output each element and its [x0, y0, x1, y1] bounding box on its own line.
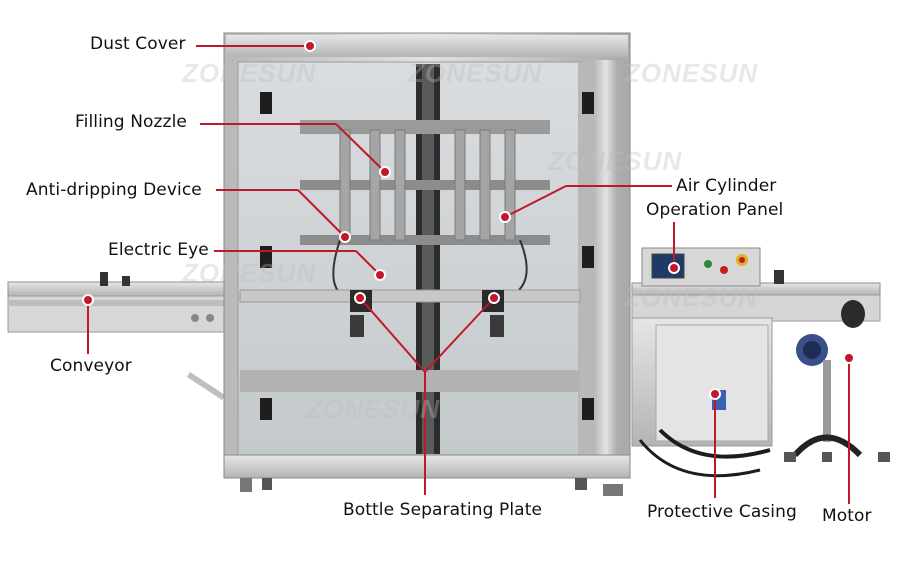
label-conveyor: Conveyor — [50, 356, 132, 376]
label-motor: Motor — [822, 506, 872, 526]
label-electric-eye: Electric Eye — [108, 240, 209, 260]
leader-filling-nozzle-b — [335, 123, 386, 173]
left-conveyor — [7, 272, 231, 400]
label-air-cylinder: Air Cylinder — [676, 176, 777, 196]
label-bottle-separating-plate: Bottle Separating Plate — [343, 500, 543, 520]
leader-dots — [82, 40, 855, 400]
leader-plate-right — [424, 297, 495, 373]
panel-illustration — [641, 247, 761, 287]
dot-anti-drip — [339, 231, 351, 243]
leader-plate-left — [359, 297, 426, 373]
watermark: ZONESUN — [182, 58, 317, 88]
label-filling-nozzle: Filling Nozzle — [75, 112, 187, 132]
watermark: ZONESUN — [624, 282, 759, 312]
label-anti-dripping-device: Anti-dripping Device — [26, 180, 202, 200]
label-dust-cover: Dust Cover — [90, 34, 186, 54]
dot-electric-eye — [374, 269, 386, 281]
leader-lines — [87, 45, 850, 504]
dot-filling-nozzle — [379, 166, 391, 178]
dot-protective-casing — [709, 388, 721, 400]
label-protective-casing: Protective Casing — [647, 502, 797, 522]
watermark: ZONESUN — [624, 58, 759, 88]
watermark: ZONESUN — [408, 58, 543, 88]
dot-motor — [843, 352, 855, 364]
casing-illustration — [631, 317, 773, 478]
dot-plate-right — [488, 292, 500, 304]
label-operation-panel: Operation Panel — [646, 200, 784, 220]
dot-plate-left — [354, 292, 366, 304]
right-conveyor — [631, 270, 890, 462]
dot-air-cylinder — [499, 211, 511, 223]
dot-conveyor — [82, 294, 94, 306]
dot-operation-panel — [668, 262, 680, 274]
cabinet — [223, 32, 631, 496]
watermark: ZONESUN — [548, 146, 683, 176]
watermark: ZONESUN — [306, 394, 441, 424]
leader-air-cylinder-b — [504, 185, 567, 218]
leader-anti-drip-b — [297, 189, 346, 238]
watermark: ZONESUN — [182, 258, 317, 288]
dot-dust-cover — [304, 40, 316, 52]
